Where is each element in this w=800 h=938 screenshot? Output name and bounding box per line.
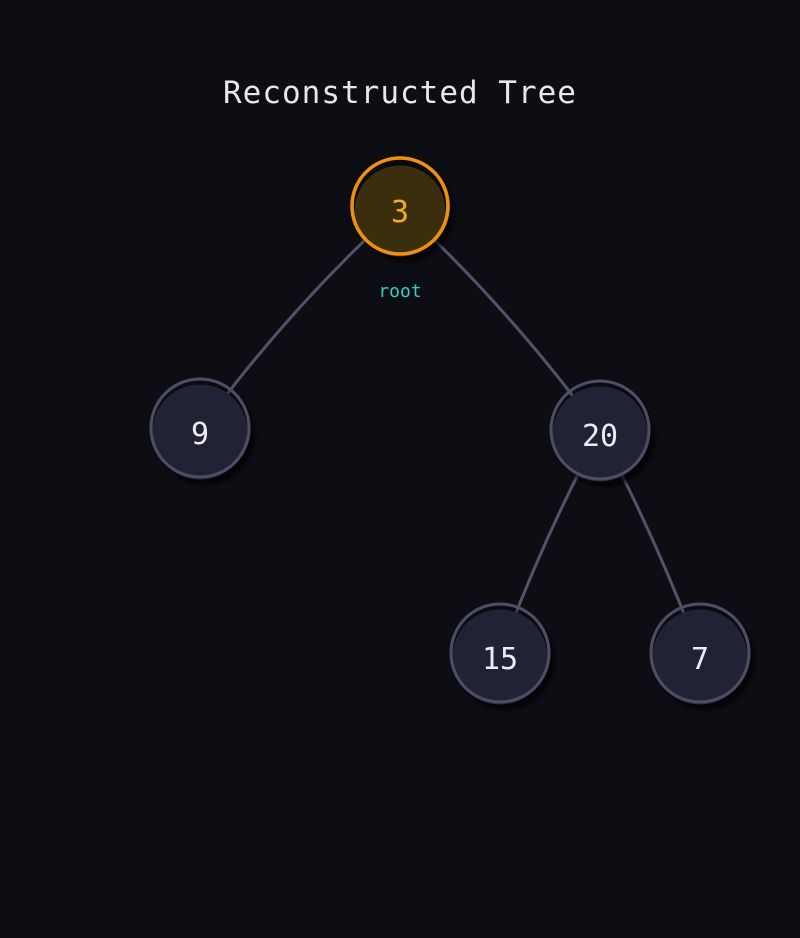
node-9-ring [149,377,251,479]
node-15-value: 15 [482,642,518,677]
node-20-value: 20 [582,419,618,454]
tree-node-7: 7 [649,602,751,705]
tree-node-15: 15 [449,602,551,705]
node-7-ring [649,602,751,704]
node-7-circle [652,609,748,705]
tree-node-9: 9 [149,377,251,480]
root-node-value: 3 [391,195,409,230]
root-node-highlight-ring [350,156,450,256]
node-15-ring [449,602,551,704]
tree-node-20: 20 [549,379,651,482]
node-15-circle [452,609,548,705]
diagram-title: Reconstructed Tree [223,75,577,111]
root-annotation-label: root [378,281,421,302]
root-node-circle [354,165,446,257]
tree-node-root: 3 [350,156,450,257]
node-20-circle [552,386,648,482]
node-7-value: 7 [691,642,709,677]
node-9-value: 9 [191,417,209,452]
node-20-ring [549,379,651,481]
node-9-circle [152,384,248,480]
